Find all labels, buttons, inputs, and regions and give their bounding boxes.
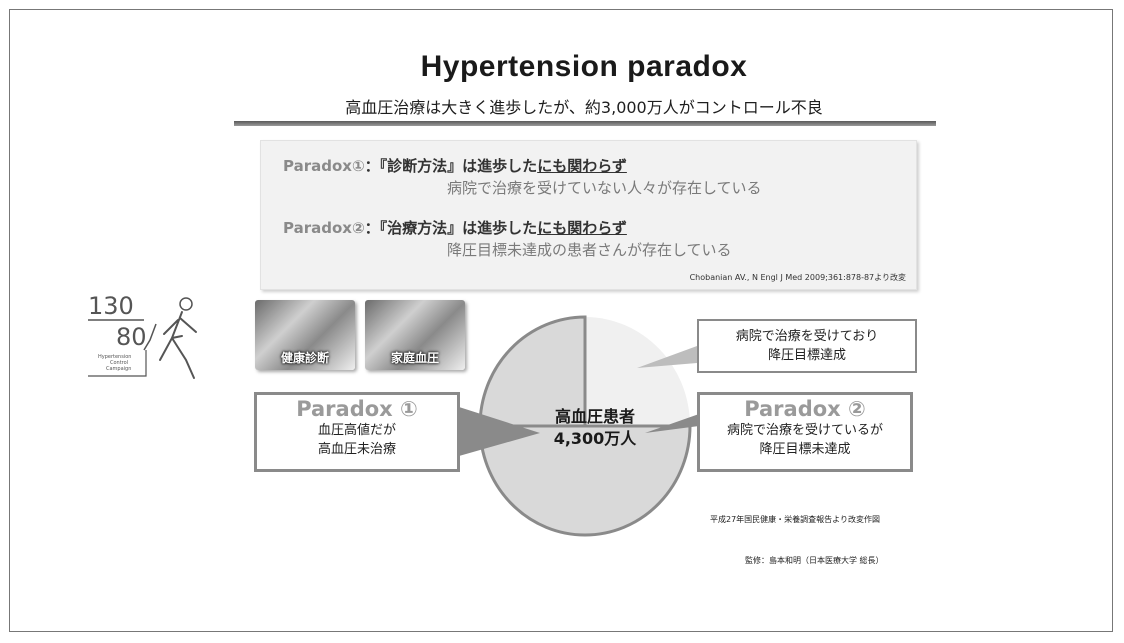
logo-text-3: Campaign: [106, 366, 131, 372]
callout-paradox-2-head: Paradox ②: [744, 397, 866, 421]
logo-top-number: 130: [88, 292, 134, 320]
title-divider: [234, 121, 936, 126]
paradox-1-topic: 『診断方法』は進歩した: [379, 157, 538, 175]
paradox-1-separator: ：: [364, 157, 380, 175]
callout-paradox-1: Paradox ① 血圧高値だが 高血圧未治療: [254, 392, 460, 472]
callout-pointer-achieved: [637, 346, 697, 368]
paradox-1-contrast: にも関わらず: [537, 157, 627, 175]
pie-center-label: 高血圧患者 4,300万人: [505, 406, 685, 450]
callout-pointer-paradox1: [459, 407, 540, 456]
paradox-1-line: Paradox①：『診断方法』は進歩したにも関わらず: [283, 155, 627, 176]
logo-text-2: Control: [110, 360, 128, 366]
logo-text-1: Hypertension: [98, 354, 131, 360]
pie-label-line1: 高血圧患者: [554, 407, 635, 426]
callout-paradox-2-body1: 病院で治療を受けているが: [726, 423, 883, 438]
photo-home-bp-caption: 家庭血圧: [390, 351, 439, 365]
paradox-2-detail: 降圧目標未達成の患者さんが存在している: [447, 241, 732, 259]
pie-segment-controlled: [585, 317, 690, 426]
slide-title: Hypertension paradox: [420, 50, 748, 83]
paradox-1-label: Paradox①: [283, 157, 365, 175]
paradox-summary-box: Paradox①：『診断方法』は進歩したにも関わらず 病院で治療を受けていない人…: [260, 140, 917, 290]
logo-bottom-number: 80: [116, 323, 147, 351]
paradox-2-separator: ：: [364, 219, 380, 237]
paradox-2-topic: 『治療方法』は進歩した: [379, 219, 538, 237]
callout-paradox-1-body2: 高血圧未治療: [317, 442, 396, 457]
callout-achieved-body2: 降圧目標達成: [767, 348, 846, 363]
callout-bp-target-achieved: 病院で治療を受けており 降圧目標達成: [697, 319, 917, 373]
paradox-2-label: Paradox②: [283, 219, 365, 237]
walking-person-icon: 130 80 Hypertension Control Campaign: [88, 292, 197, 379]
paradox-2-line: Paradox②：『治療方法』は進歩したにも関わらず: [283, 217, 627, 238]
citation: Chobanian AV., N Engl J Med 2009;361:878…: [689, 273, 906, 282]
source-note: 平成27年国民健康・栄養調査報告より改変作図: [710, 515, 881, 524]
pie-segment-untreated: [478, 315, 587, 428]
callout-paradox-1-body1: 血圧高値だが: [317, 423, 396, 438]
campaign-logo: 130 80 Hypertension Control Campaign: [86, 290, 216, 380]
paradox-2-contrast: にも関わらず: [537, 219, 627, 237]
pie-segment-uncontrolled: [478, 424, 692, 537]
paradox-1-detail: 病院で治療を受けていない人々が存在している: [447, 179, 762, 197]
supervisor-note: 監修：島本和明（日本医療大学 総長）: [745, 556, 884, 565]
photo-home-bp: 家庭血圧: [365, 300, 465, 370]
callout-paradox-1-head: Paradox ①: [296, 397, 418, 421]
callout-paradox-2-body2: 降圧目標未達成: [759, 442, 851, 457]
pie-label-line2: 4,300万人: [553, 429, 637, 448]
slide-subtitle: 高血圧治療は大きく進歩したが、約3,000万人がコントロール不良: [345, 98, 823, 117]
photo-health-checkup: 健康診断: [255, 300, 355, 370]
callout-pointer-paradox2: [645, 414, 699, 433]
callout-paradox-2: Paradox ② 病院で治療を受けているが 降圧目標未達成: [697, 392, 913, 472]
callout-achieved-body1: 病院で治療を受けており: [735, 329, 879, 344]
photo-health-checkup-caption: 健康診断: [280, 351, 329, 365]
